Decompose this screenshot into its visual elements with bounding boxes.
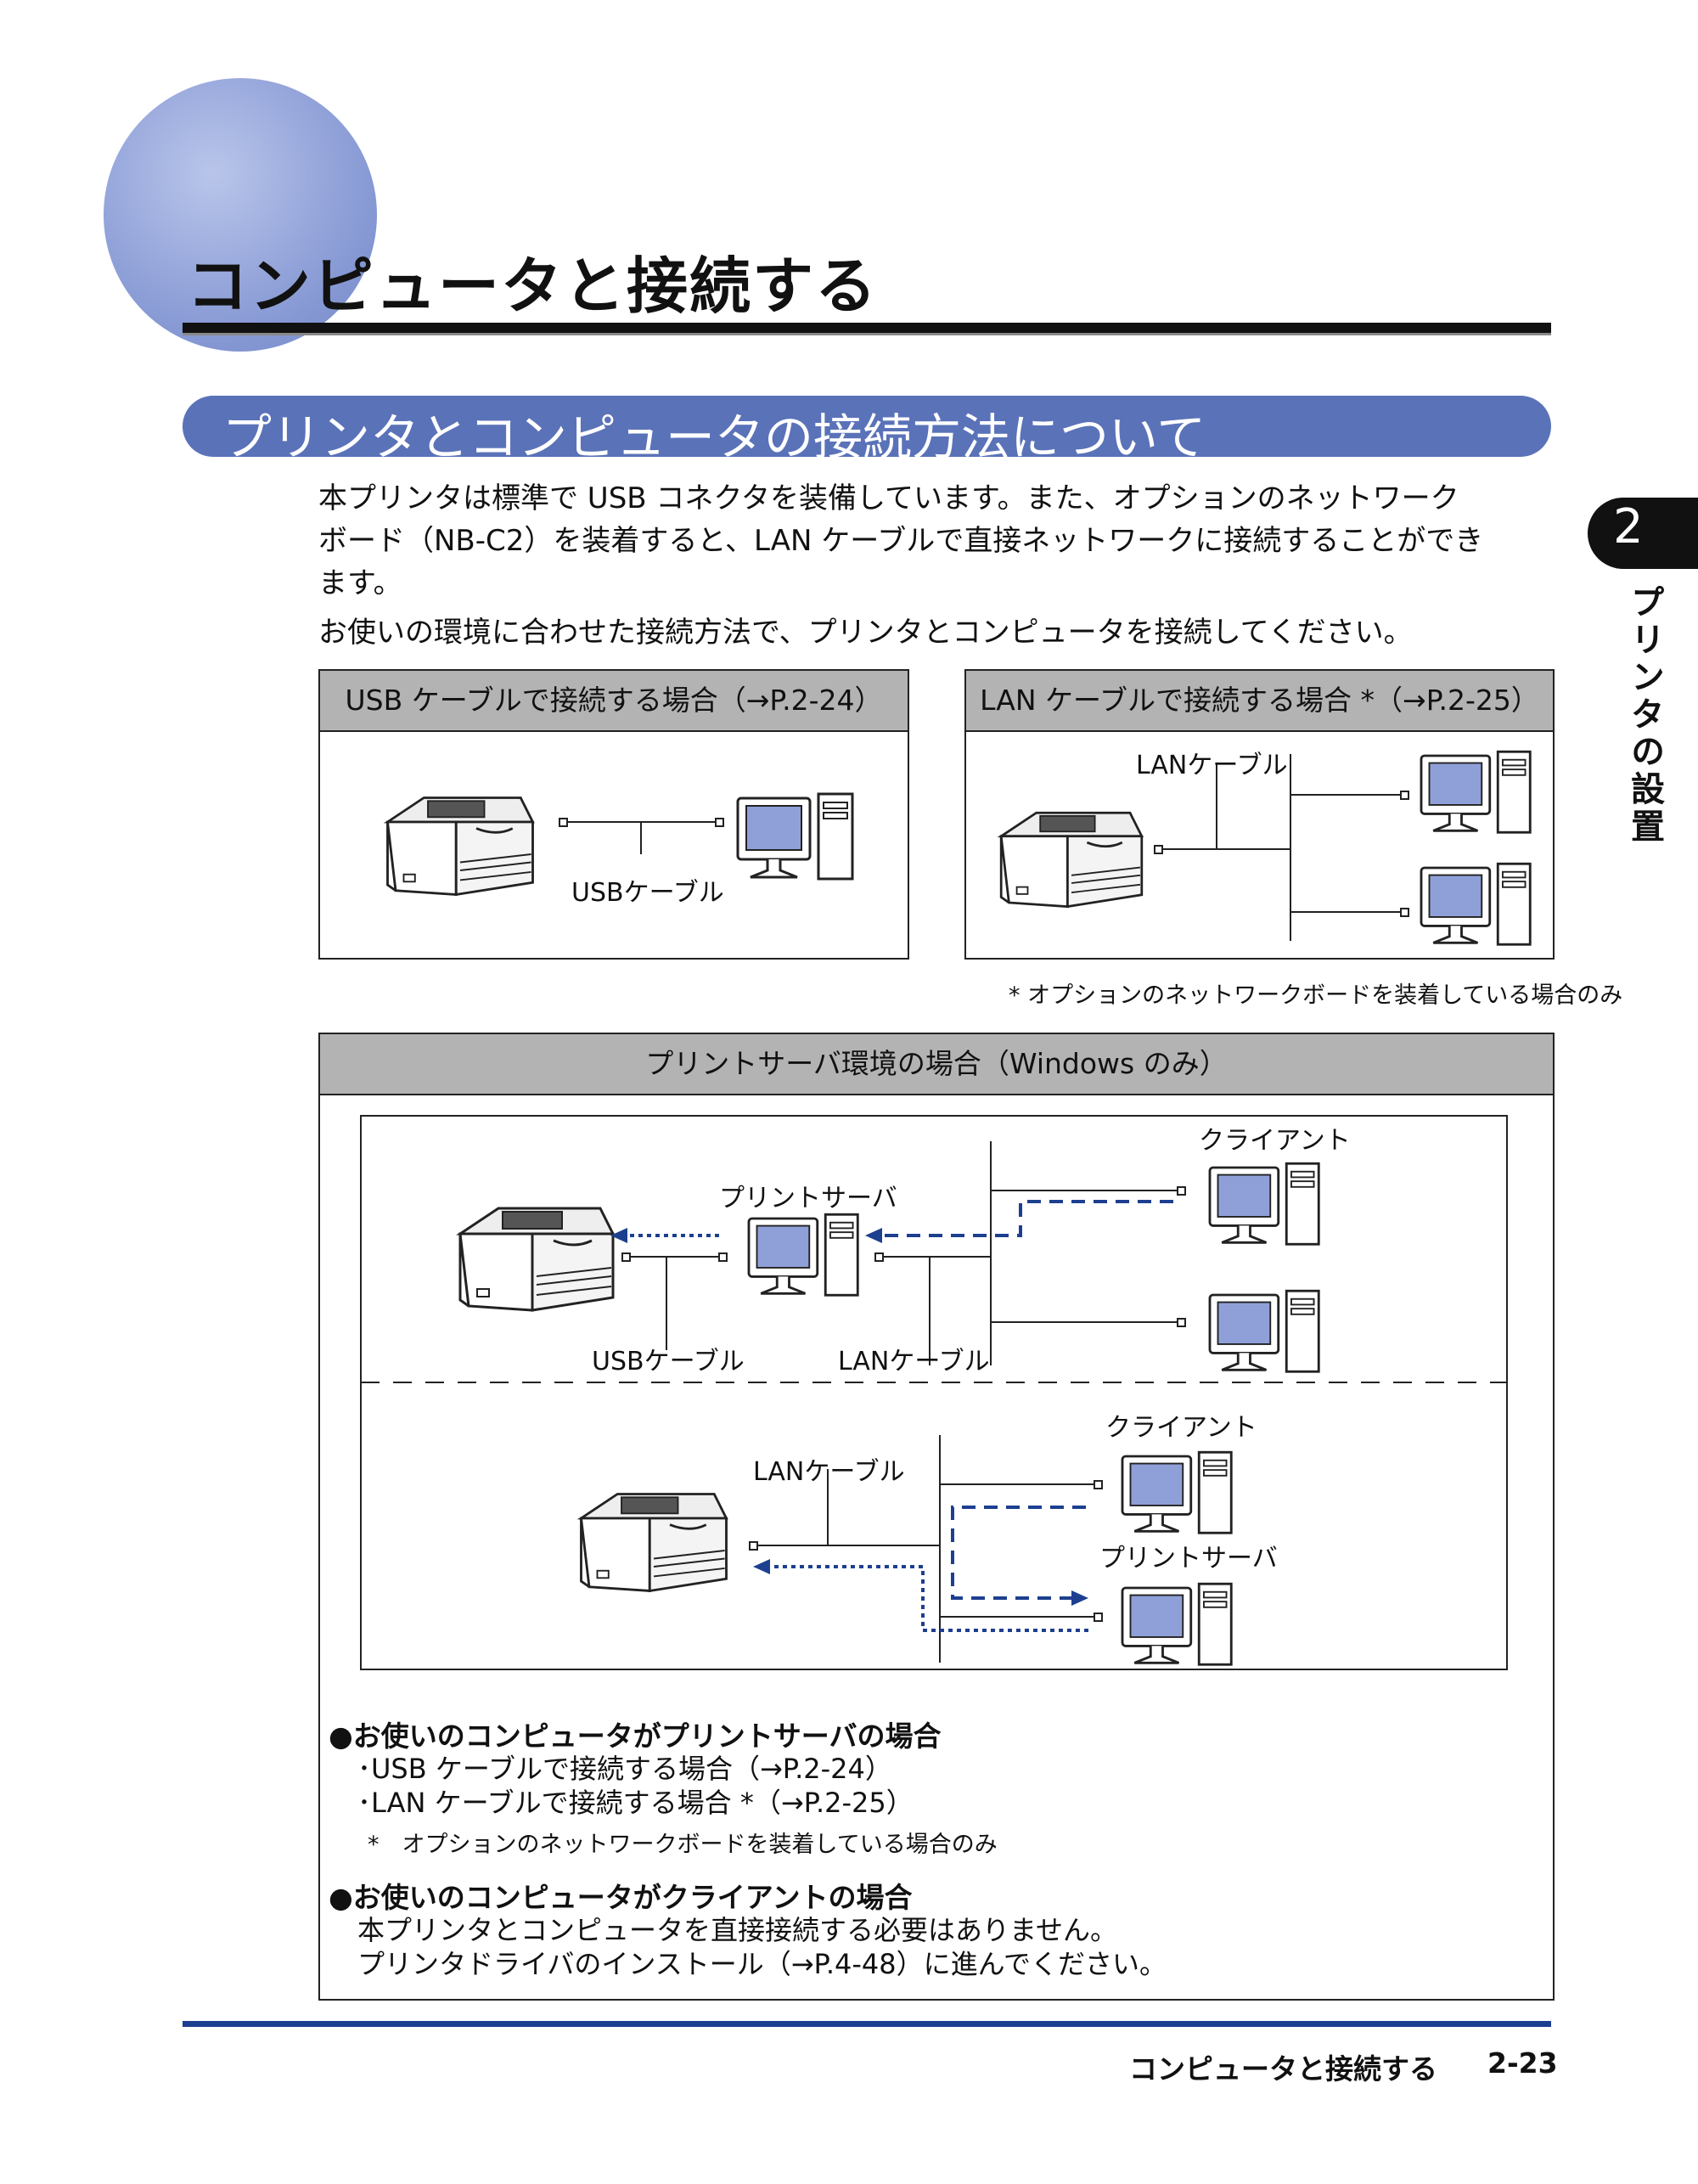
note-client-line-1: 本プリンタとコンピュータを直接接続する必要はありません。 [357,1914,1118,1946]
printer-icon [458,1207,615,1312]
usb-cable-label: USBケーブル [571,878,724,908]
page-title: コンピュータと接続する [187,250,879,322]
chapter-label: プリンタの設置 [1625,584,1664,846]
computer-icon [1420,862,1532,946]
chapter-tab [1588,498,1698,569]
note-client-line-2: プリンタドライバのインストール（→P.4-48）に進んでください。 [357,1948,1167,1980]
printer-icon [999,811,1144,908]
print-server-diagram [360,1115,1508,1670]
lan-box-heading: LAN ケーブルで接続する場合 *（→P.2-25） [966,671,1553,732]
printer-icon [580,1493,728,1592]
top-usb-cable-label: USBケーブル [592,1347,745,1376]
top-print-server-label: プリントサーバ [719,1184,897,1213]
intro-line-3: ます。 [318,566,402,600]
footer-rule [183,2021,1551,2027]
lan-footnote: * オプションのネットワークボードを装着している場合のみ [1009,982,1623,1009]
usb-connection-box: USB ケーブルで接続する場合（→P.2-24） USBケーブル [318,669,909,960]
lan-cable-label: LANケーブル [1136,751,1288,780]
intro-line-2: ボード（NB-C2）を装着すると、LAN ケーブルで直接ネットワークに接続するこ… [318,524,1484,558]
lan-diagram [999,750,1532,946]
lan-connection-box: LAN ケーブルで接続する場合 *（→P.2-25） LANケーブル [964,669,1555,960]
title-rule-shadow [183,333,1551,335]
section-bar [183,396,1551,457]
section-title: プリンタとコンピュータの接続方法について [222,408,1206,466]
usb-box-heading: USB ケーブルで接続する場合（→P.2-24） [320,671,908,732]
note-footnote: * オプションのネットワークボードを装着している場合のみ [368,1832,998,1858]
top-client-label: クライアント [1199,1126,1351,1156]
top-lan-cable-label: LANケーブル [838,1347,990,1376]
note-lan-line: ･LAN ケーブルで接続する場合 *（→P.2-25） [357,1787,914,1819]
intro-line-1: 本プリンタは標準で USB コネクタを装備しています。また、オプションのネットワ… [318,481,1459,515]
print-server-heading: プリントサーバ環境の場合（Windows のみ） [320,1034,1553,1095]
computer-icon [1420,750,1532,834]
page-number: 2-23 [1487,2046,1558,2080]
print-server-box: プリントサーバ環境の場合（Windows のみ） [318,1033,1555,2001]
bottom-client-label: クライアント [1105,1413,1257,1443]
note-heading-server: ●お使いのコンピュータがプリントサーバの場合 [329,1720,942,1753]
decorative-circle [104,78,377,352]
title-rule [183,323,1551,333]
intro-paragraph-2: お使いの環境に合わせた接続方法で、プリンタとコンピュータを接続してください。 [318,616,1413,650]
note-heading-client: ●お使いのコンピュータがクライアントの場合 [329,1881,913,1914]
note-usb-line: ･USB ケーブルで接続する場合（→P.2-24） [357,1753,892,1785]
computer-icon [736,792,854,881]
usb-diagram [386,792,854,896]
printer-icon [386,796,534,896]
footer-title: コンピュータと接続する [1129,2052,1437,2085]
bottom-print-server-label: プリントサーバ [1099,1544,1278,1573]
chapter-number: 2 [1613,499,1644,554]
bottom-lan-cable-label: LANケーブル [753,1457,905,1487]
